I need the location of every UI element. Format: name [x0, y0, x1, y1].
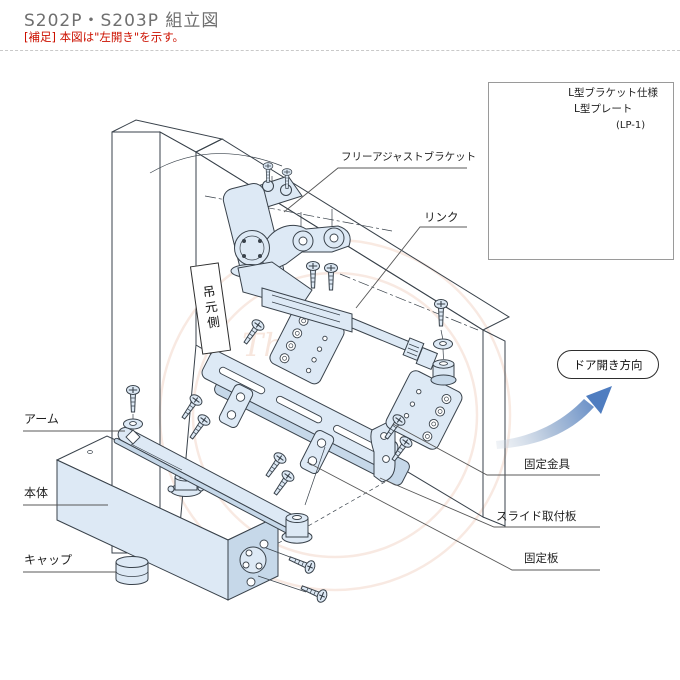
inset-box	[488, 82, 674, 260]
inset-plate-label: L型プレート	[574, 103, 633, 115]
slide-plate-assembly	[201, 305, 463, 550]
link-rod-drawing	[261, 287, 457, 386]
wall	[111, 119, 511, 554]
page-title: S202P・S203P 組立図	[24, 11, 220, 31]
supplement-note: [補足] 本図は"左開き"を示す。	[24, 30, 185, 44]
door-direction-label: ドア開き方向	[557, 350, 659, 379]
label-slide-plate: スライド取付板	[496, 509, 577, 523]
closer-body-drawing	[55, 435, 330, 605]
label-arm: アーム	[24, 412, 59, 426]
arm-drawing	[113, 384, 313, 570]
fixing-plate-clamp-1	[218, 383, 254, 429]
label-link: リンク	[424, 210, 459, 224]
label-fixing-plate: 固定板	[524, 551, 559, 565]
slide-plate-upper	[201, 350, 399, 470]
mounting-plate-1	[269, 305, 345, 385]
leader-lines	[23, 167, 600, 573]
cap-drawing	[115, 556, 149, 585]
label-free-adjust-bracket: フリーアジャストブラケット	[341, 151, 477, 163]
label-fixing-bracket: 固定金具	[524, 457, 570, 471]
inset-title: L型ブラケット仕様	[568, 87, 658, 99]
door-direction-arrow	[496, 386, 612, 449]
label-body: 本体	[24, 486, 49, 500]
separator-line	[0, 50, 680, 51]
label-cap: キャップ	[24, 553, 73, 567]
free-adjust-bracket-drawing	[222, 162, 351, 309]
inset-plate-code: (LP-1)	[616, 120, 646, 131]
